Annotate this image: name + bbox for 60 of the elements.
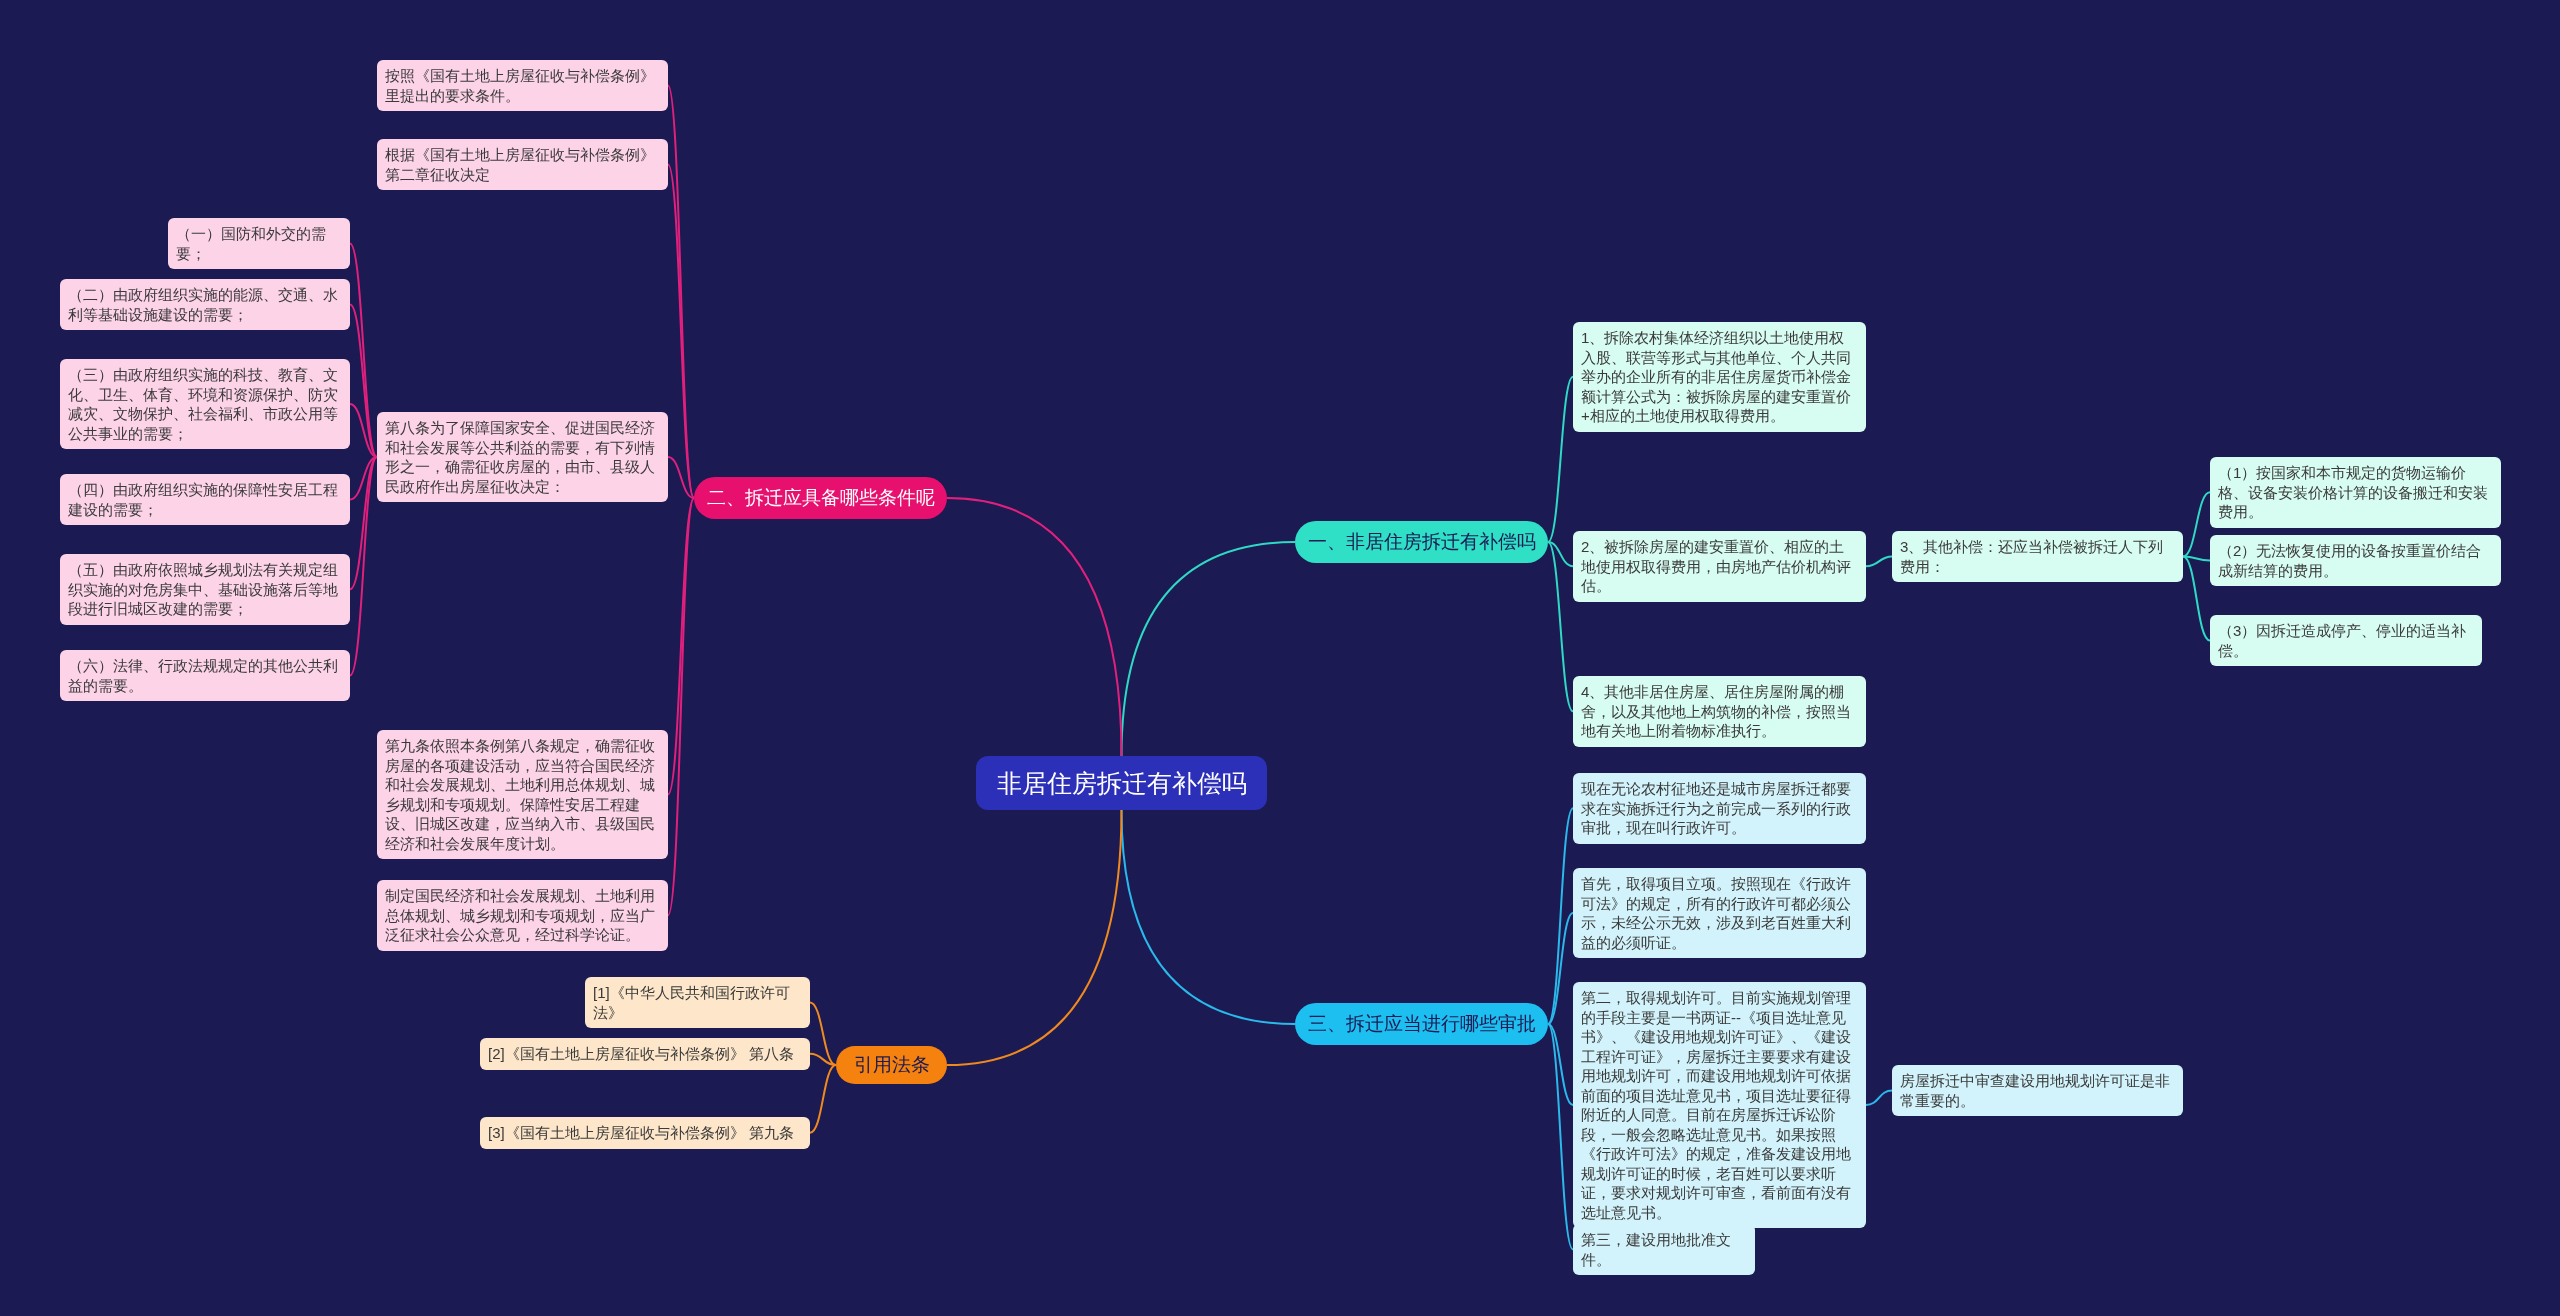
connector-line (349, 403, 378, 458)
topic-box: （二）由政府组织实施的能源、交通、水利等基础设施建设的需要； (60, 279, 350, 330)
topic-box: （一）国防和外交的需要； (168, 218, 350, 269)
topic-box: 第二，取得规划许可。目前实施规划管理的手段主要是一书两证--《项目选址意见书》、《建设用地规划许可证》、《建设工程许可证》，房屋拆迁主要要求有建设用地规划许可，而建设用地规划许可依据前面的项目选址意见书，项目选址要征得附近的人同意。目前在房屋拆迁诉讼阶段，一般会忽略选址意见书。如果按照《行政许可法》的规定，准备发建设用地规划许可证的时候，老百姓可以要求听证，要求对规划许可审查，看前面有没有选址意见书。 (1573, 982, 1866, 1228)
connector-line (1547, 375, 1574, 543)
topic-box: 3、其他补偿：还应当补偿被拆迁人下列费用： (1892, 531, 2183, 582)
connector-line (1120, 541, 1296, 757)
topic-box: 4、其他非居住房屋、居住房屋附属的棚舍，以及其他地上构筑物的补偿，按照当地有关地上附着物标准执行。 (1573, 676, 1866, 747)
connector-line (809, 1052, 837, 1066)
connector-line (1547, 541, 1574, 568)
connector-line (2182, 555, 2211, 642)
branch-topic: 三、拆迁应当进行哪些审批 (1295, 1003, 1548, 1045)
connector-line (946, 809, 1123, 1066)
topic-box: （四）由政府组织实施的保障性安居工程建设的需要； (60, 474, 350, 525)
topic-box: 房屋拆迁中审查建设用地规划许可证是非常重要的。 (1892, 1065, 2183, 1116)
connector-line (1547, 541, 1574, 713)
topic-box: [2]《国有土地上房屋征收与补偿条例》 第八条 (480, 1038, 810, 1070)
connector-line (667, 456, 695, 499)
connector-line (349, 242, 378, 458)
connector-line (349, 303, 378, 458)
topic-box: （1）按国家和本市规定的货物运输价格、设备安装价格计算的设备搬迁和安装费用。 (2210, 457, 2501, 528)
connector-line (809, 1001, 837, 1066)
connector-line (1547, 1023, 1574, 1251)
connector-line (1865, 555, 1893, 568)
connector-line (1547, 807, 1574, 1025)
topic-box: 根据《国有土地上房屋征收与补偿条例》第二章征收决定 (377, 139, 668, 190)
topic-box: 1、拆除农村集体经济组织以土地使用权入股、联营等形式与其他单位、个人共同举办的企业所有的非居住房屋货币补偿金额计算公式为：被拆除房屋的建安重置价+相应的土地使用权取得费用。 (1573, 322, 1866, 432)
connector-line (1547, 912, 1574, 1025)
topic-box: [3]《国有土地上房屋征收与补偿条例》 第九条 (480, 1117, 810, 1149)
topic-box: 第九条依照本条例第八条规定，确需征收房屋的各项建设活动，应当符合国民经济和社会发展规划、土地利用总体规划、城乡规划和专项规划。保障性安居工程建设、旧城区改建，应当纳入市、县级国民经济和社会发展年度计划。 (377, 730, 668, 859)
central-topic: 非居住房拆迁有补偿吗 (976, 756, 1267, 810)
connector-line (667, 163, 695, 499)
branch-topic: 一、非居住房拆迁有补偿吗 (1295, 521, 1548, 563)
topic-box: 按照《国有土地上房屋征收与补偿条例》里提出的要求条件。 (377, 60, 668, 111)
connector-line (1547, 1023, 1574, 1106)
topic-box: 首先，取得项目立项。按照现在《行政许可法》的规定，所有的行政许可都必须公示，未经公示无效，涉及到老百姓重大利益的必须听证。 (1573, 868, 1866, 958)
topic-box: 第八条为了保障国家安全、促进国民经济和社会发展等公共利益的需要，有下列情形之一，确需征收房屋的，由市、县级人民政府作出房屋征收决定： (377, 412, 668, 502)
connector-line (667, 497, 695, 917)
connector-line (809, 1064, 837, 1134)
connector-line (667, 84, 695, 499)
connector-line (667, 497, 695, 796)
branch-topic: 二、拆迁应具备哪些条件呢 (694, 477, 947, 519)
topic-box: （五）由政府依照城乡规划法有关规定组织实施的对危房集中、基础设施落后等地段进行旧城区改建的需要； (60, 554, 350, 625)
topic-box: （3）因拆迁造成停产、停业的适当补偿。 (2210, 615, 2482, 666)
topic-box: 2、被拆除房屋的建安重置价、相应的土地使用权取得费用，由房地产估价机构评估。 (1573, 531, 1866, 602)
branch-topic: 引用法条 (836, 1046, 947, 1084)
connector-line (1120, 809, 1296, 1025)
connector-line (2182, 491, 2211, 558)
topic-box: [1]《中华人民共和国行政许可法》 (585, 977, 810, 1028)
connector-line (1865, 1089, 1893, 1106)
connector-line (349, 456, 378, 501)
topic-box: （三）由政府组织实施的科技、教育、文化、卫生、体育、环境和资源保护、防灾减灾、文物保护、社会福利、市政公用等公共事业的需要； (60, 359, 350, 449)
connector-line (349, 456, 378, 677)
topic-box: 现在无论农村征地还是城市房屋拆迁都要求在实施拆迁行为之前完成一系列的行政审批，现在叫行政许可。 (1573, 773, 1866, 844)
topic-box: （六）法律、行政法规规定的其他公共利益的需要。 (60, 650, 350, 701)
topic-box: （2）无法恢复使用的设备按重置价结合成新结算的费用。 (2210, 535, 2501, 586)
connector-line (349, 456, 378, 591)
topic-box: 第三，建设用地批准文件。 (1573, 1224, 1755, 1275)
connector-line (946, 497, 1123, 757)
topic-box: 制定国民经济和社会发展规划、土地利用总体规划、城乡规划和专项规划，应当广泛征求社会公众意见，经过科学论证。 (377, 880, 668, 951)
